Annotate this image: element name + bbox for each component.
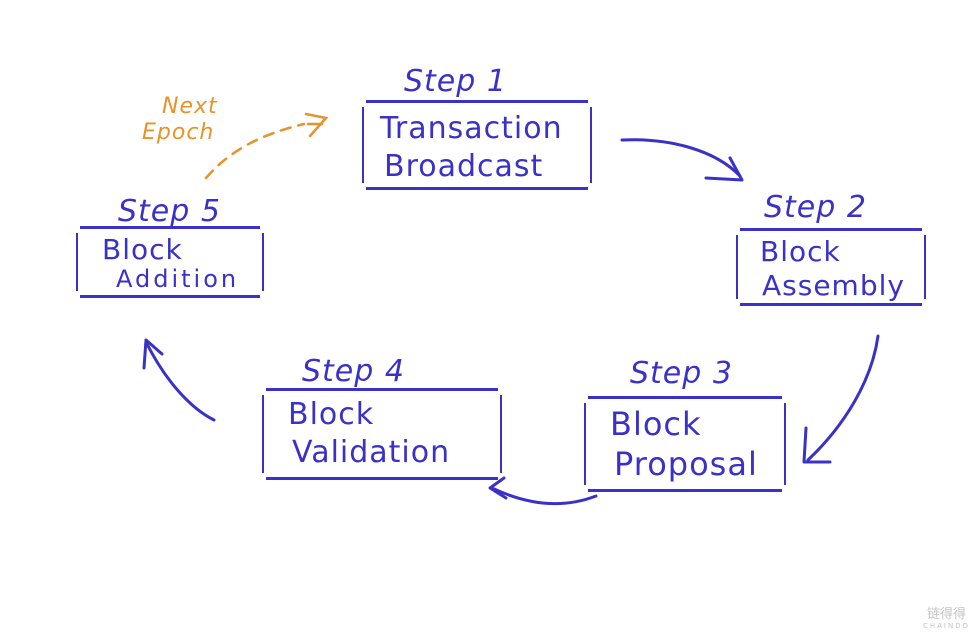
step-4-line2: Validation [292, 435, 451, 470]
step-4-line1: Block [288, 397, 375, 432]
arrow-step4-to-step5 [144, 340, 216, 422]
arrowhead-step2-to-step3 [802, 426, 832, 464]
step-4-box: Block Validation [262, 388, 502, 480]
arrowhead-step4-to-step5 [142, 338, 164, 370]
arrowhead-step1-to-step2 [704, 156, 744, 182]
step-5-line1: Block [102, 233, 183, 266]
next-epoch-label-line2: Epoch [142, 120, 215, 145]
arrow-step1-to-step2 [620, 138, 742, 178]
step-1-line2: Broadcast [384, 149, 544, 184]
step-1-line1: Transaction [380, 111, 563, 146]
step-5-title: Step 5 [118, 194, 221, 229]
step-3-line2: Proposal [614, 445, 758, 483]
step-4-title: Step 4 [302, 354, 405, 389]
arrow-next-epoch [204, 122, 306, 180]
step-1-title: Step 1 [404, 64, 507, 99]
arrow-step2-to-step3 [806, 334, 880, 462]
step-5-line2: Addition [116, 265, 240, 293]
arrow-step3-to-step4 [490, 486, 598, 505]
watermark-sub: CHAINDD [922, 622, 970, 630]
step-2-line2: Assembly [762, 269, 905, 302]
watermark-text: 链得得 [926, 607, 966, 622]
step-3-line1: Block [610, 405, 702, 443]
arrowhead-step3-to-step4 [488, 476, 508, 500]
step-3-title: Step 3 [630, 356, 733, 391]
step-2-line1: Block [760, 235, 841, 268]
step-2-box: Block Assembly [736, 228, 926, 306]
step-1-box: Transaction Broadcast [362, 100, 592, 190]
step-5-box: Block Addition [76, 226, 264, 298]
step-2-title: Step 2 [764, 190, 867, 225]
next-epoch-label-line1: Next [162, 94, 218, 119]
step-3-box: Block Proposal [584, 396, 786, 492]
watermark-logo: 链得得 CHAINDD [923, 608, 970, 630]
arrowhead-next-epoch [304, 112, 329, 138]
